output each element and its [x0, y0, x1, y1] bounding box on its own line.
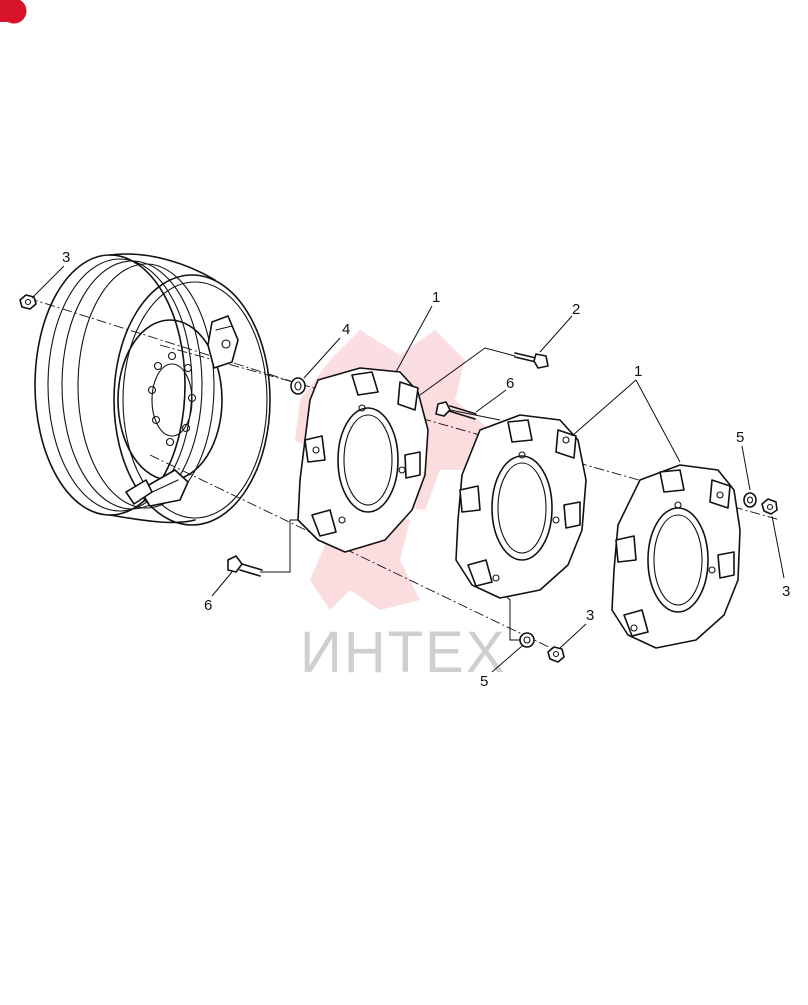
watermark-text: ИНТЕХ — [300, 620, 506, 685]
callout-label-5: 5 — [480, 673, 488, 690]
nut-icon — [761, 498, 778, 515]
wheel-rim-icon — [34, 253, 271, 526]
washer-icon — [290, 377, 306, 395]
wheel-weight-icon — [455, 414, 587, 599]
callout-label-3: 3 — [782, 583, 790, 600]
callout-label-2: 2 — [572, 301, 580, 318]
callout-leaders — [31, 265, 785, 673]
bolt-icon — [514, 352, 549, 369]
callout-label-1: 1 — [432, 289, 440, 306]
callout-label-3: 3 — [586, 607, 594, 624]
bolt-icon — [435, 401, 477, 420]
callout-label-5: 5 — [736, 429, 744, 446]
washer-icon — [743, 492, 757, 508]
rim-clamp-top — [207, 315, 239, 369]
nut-icon — [547, 646, 565, 663]
nut-icon — [19, 294, 37, 310]
callout-label-3: 3 — [62, 249, 70, 266]
wheel-weight-icon — [611, 464, 741, 649]
washer-icon — [519, 632, 535, 648]
rim-clamp-bottom — [125, 469, 189, 507]
callout-label-6: 6 — [506, 375, 514, 392]
callout-label-4: 4 — [342, 321, 350, 338]
bolt-icon — [227, 555, 263, 577]
corner-badge-icon — [0, 0, 27, 24]
wheel-weight-icon — [297, 367, 429, 553]
callout-label-6: 6 — [204, 597, 212, 614]
callout-label-1: 1 — [634, 363, 642, 380]
rim-hub-holes — [147, 351, 197, 447]
